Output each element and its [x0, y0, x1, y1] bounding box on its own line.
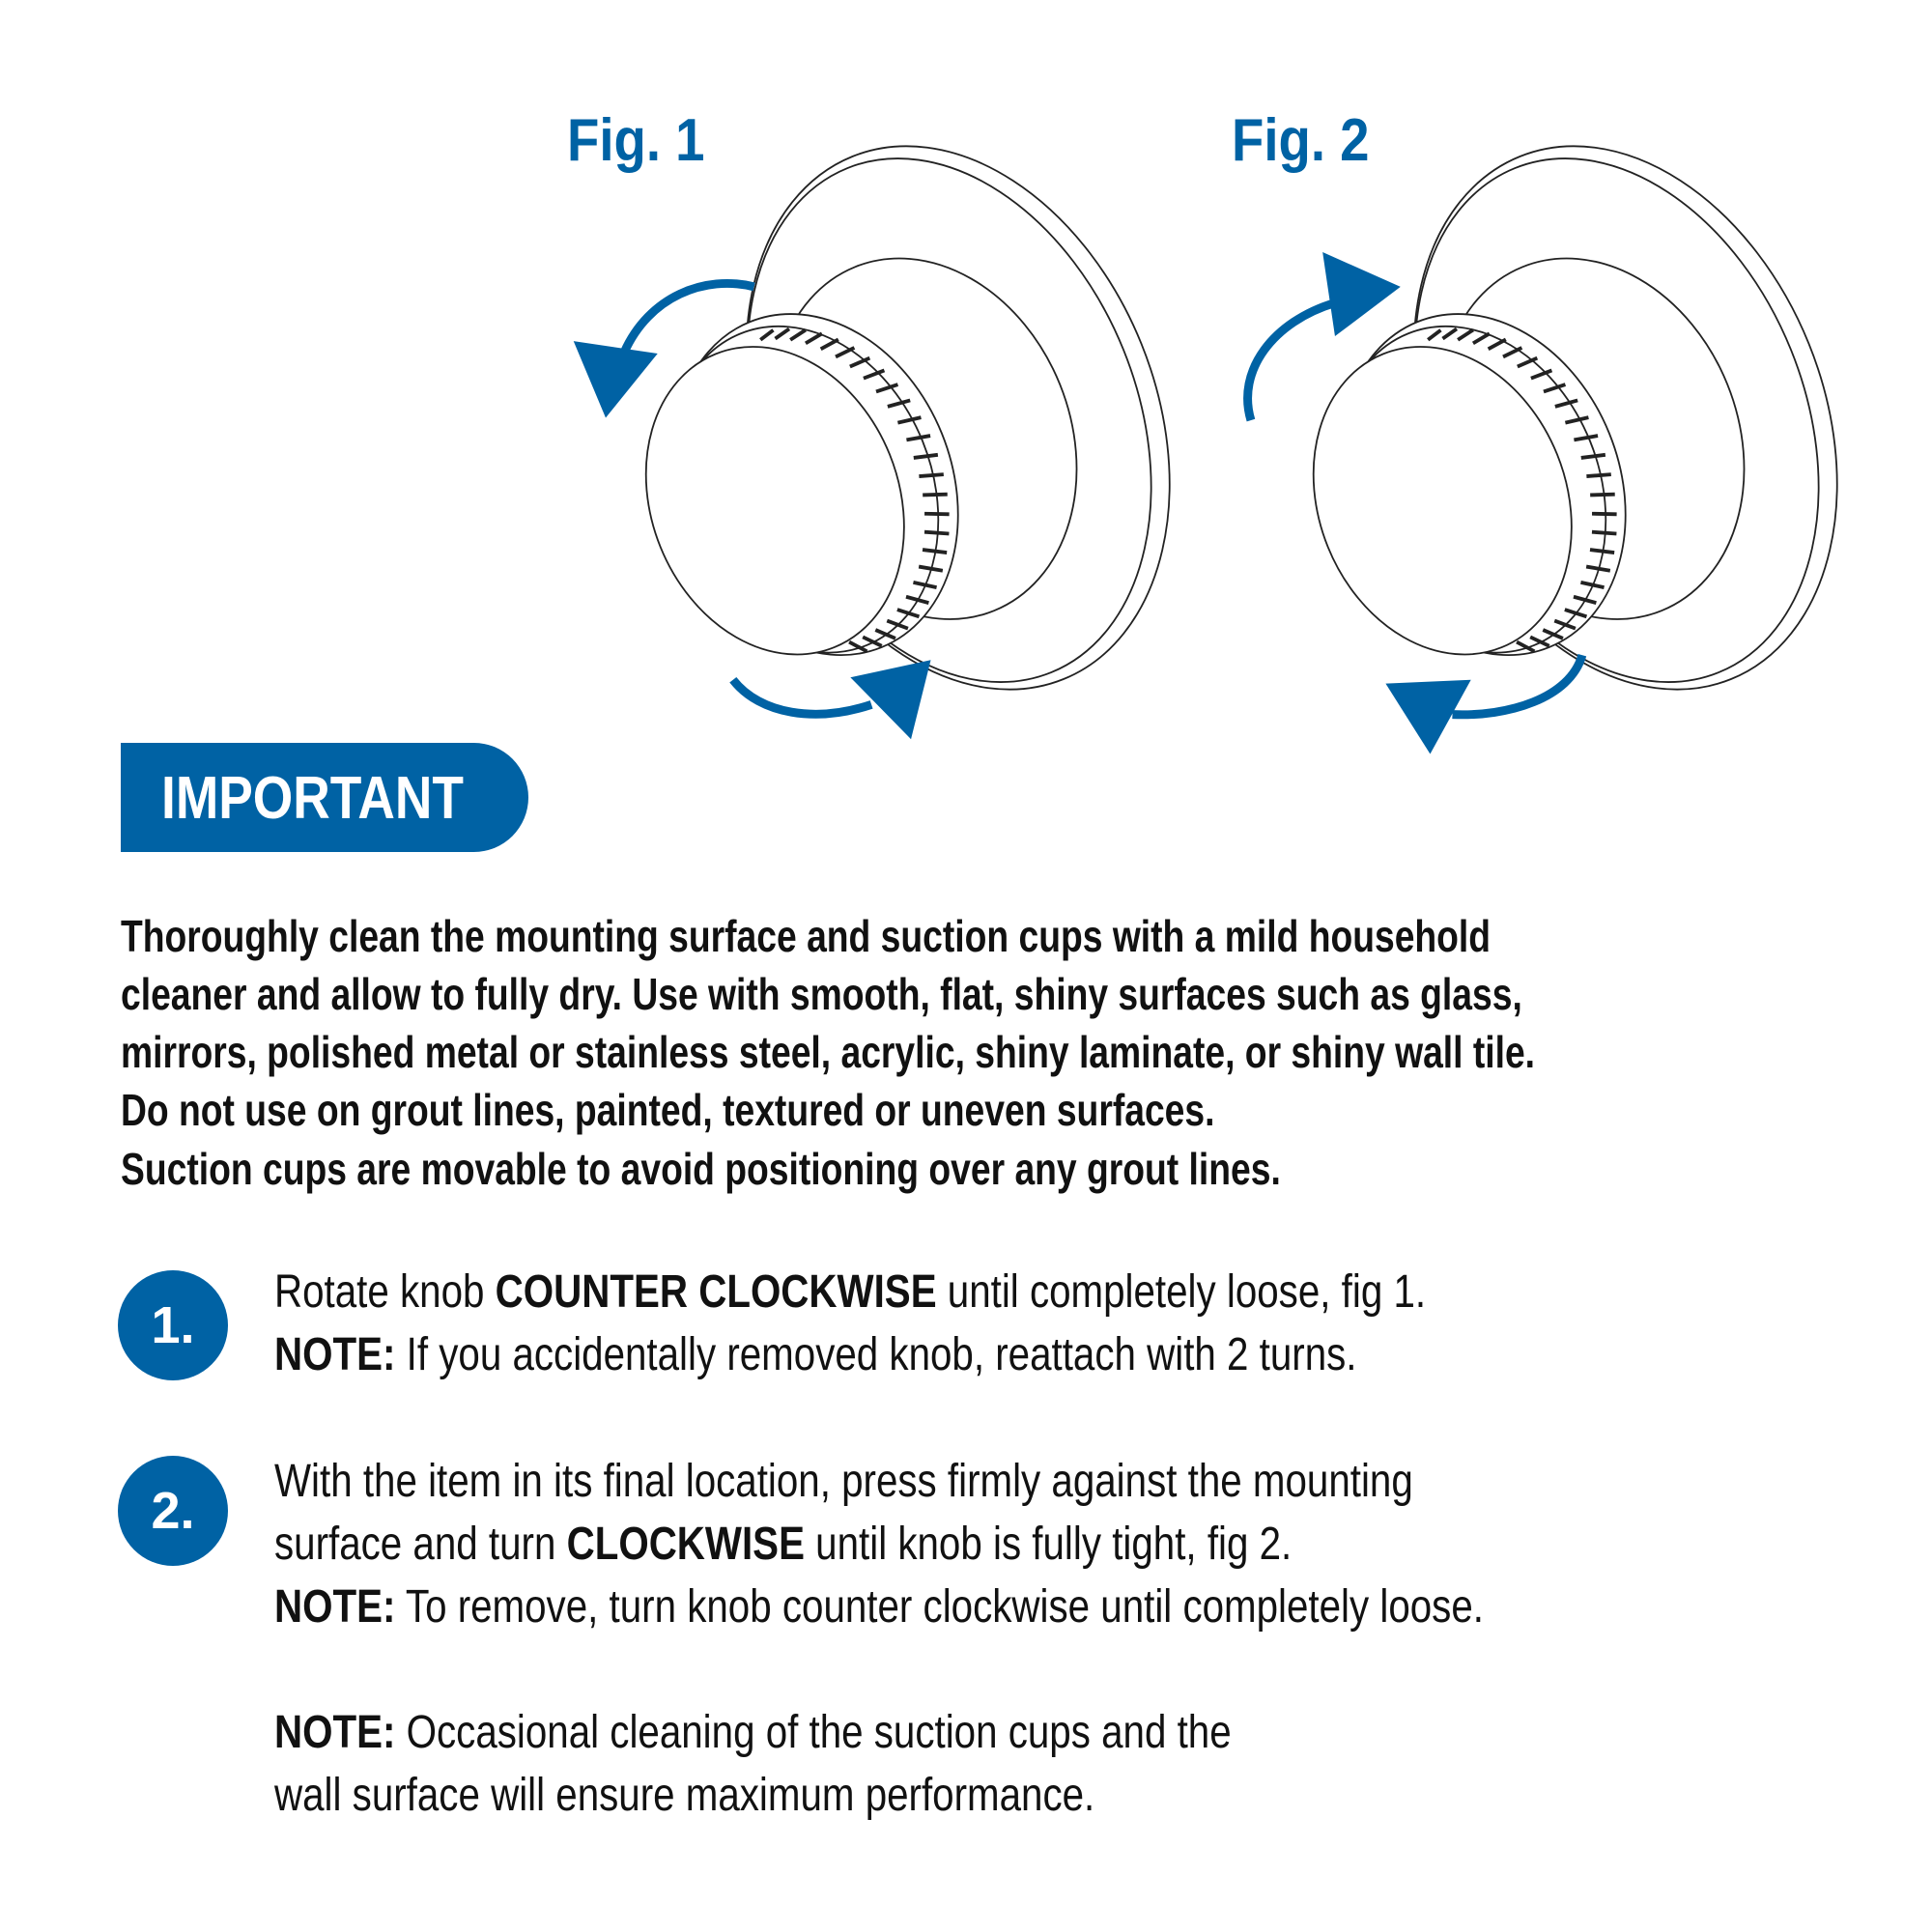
knob-ridge — [1574, 434, 1599, 442]
knob-ridge — [1591, 529, 1617, 536]
knob-ridge — [1471, 331, 1491, 346]
knob-ridge — [918, 564, 944, 573]
intro-line: mirrors, polished metal or stainless ste… — [121, 1027, 1536, 1077]
note-label: NOTE: — [274, 1329, 396, 1380]
knob-ridge — [1487, 337, 1507, 351]
knob-ridge — [819, 337, 839, 351]
knob-ridge — [887, 398, 911, 409]
knob-ridge — [1427, 328, 1442, 342]
knob-ridge — [1441, 327, 1459, 341]
knob-ridge — [1564, 415, 1589, 425]
knob-ridge — [1502, 346, 1523, 359]
step-2-note: NOTE: To remove, turn knob counter clock… — [274, 1580, 1484, 1634]
text: Occasional cleaning of the suction cups … — [395, 1707, 1232, 1758]
fig1-counter-clockwise-arrows — [573, 279, 931, 740]
fig1-label: Fig. 1 — [567, 107, 705, 174]
knob-ridge — [1530, 368, 1553, 381]
important-banner: IMPORTANT — [121, 743, 528, 852]
knob-ridge — [923, 529, 950, 536]
arrowhead-icon — [850, 660, 931, 740]
knob-cap — [644, 346, 905, 656]
step-2-number-badge: 2. — [118, 1456, 228, 1566]
knob-ridge — [1543, 383, 1567, 394]
arrowhead-icon — [1385, 679, 1471, 754]
note-label: NOTE: — [274, 1581, 396, 1633]
important-banner-text: IMPORTANT — [161, 765, 464, 832]
knob-ridge — [1553, 618, 1577, 631]
fig1-knob-drawing — [644, 145, 1171, 691]
arrowhead-icon — [1322, 252, 1401, 337]
knob-ridge — [875, 383, 899, 394]
knob-ridge — [774, 327, 791, 341]
arrow-icon — [620, 279, 755, 355]
knob-ridge — [1589, 548, 1615, 554]
knob-ridge — [1529, 635, 1550, 648]
knob-ridge — [923, 492, 948, 497]
knob-ridge — [1542, 628, 1564, 640]
intro-line: cleaner and allow to fully dry. Use with… — [121, 969, 1522, 1019]
arrow-icon — [729, 676, 873, 719]
step-2-instruction: With the item in its final location, pre… — [274, 1456, 1413, 1507]
knob-ridge — [924, 511, 950, 517]
knob-ridge — [919, 472, 944, 478]
fig2-clockwise-arrows — [1243, 252, 1587, 754]
arrow-icon — [1243, 298, 1337, 422]
knob-ridge — [863, 368, 886, 381]
knob-ridge — [1457, 327, 1474, 342]
final-note: NOTE: Occasional cleaning of the suction… — [274, 1706, 1232, 1759]
knob-ridge — [789, 327, 807, 342]
text: Rotate knob — [274, 1266, 496, 1318]
arrow-icon — [1452, 653, 1587, 720]
fig2-knob-drawing — [1312, 145, 1838, 691]
step-2-instruction: surface and turn CLOCKWISE until knob is… — [274, 1518, 1292, 1571]
knob-ridge — [1554, 398, 1578, 409]
knob-cap — [1312, 346, 1573, 656]
knob-ridge — [913, 580, 937, 590]
knob-ridge — [1586, 472, 1611, 478]
knob-ridge — [862, 635, 883, 648]
text: To remove, turn knob counter clockwise u… — [395, 1581, 1484, 1633]
step-1-instruction: Rotate knob COUNTER CLOCKWISE until comp… — [274, 1265, 1426, 1319]
text: surface and turn — [274, 1519, 567, 1570]
arrowhead-icon — [573, 341, 658, 418]
knob-ridge — [1516, 639, 1536, 654]
knob-ridge — [1580, 580, 1605, 590]
knob-ridge — [759, 328, 775, 342]
step-1-number-badge: 1. — [118, 1270, 228, 1380]
step-1-note: NOTE: If you accidentally removed knob, … — [274, 1328, 1357, 1381]
knob-ridge — [922, 548, 948, 554]
knob-ridge — [1591, 511, 1617, 517]
intro-line: Suction cups are movable to avoid positi… — [121, 1144, 1281, 1194]
note-label: NOTE: — [274, 1707, 396, 1758]
fig2-label: Fig. 2 — [1232, 107, 1370, 174]
emphasis: COUNTER CLOCKWISE — [495, 1266, 937, 1318]
text: until knob is fully tight, fig 2. — [804, 1519, 1293, 1570]
knob-ridge — [849, 355, 871, 369]
emphasis: CLOCKWISE — [566, 1519, 805, 1570]
knob-ridge — [886, 618, 909, 631]
knob-ridge — [913, 452, 939, 460]
knob-ridge — [804, 331, 823, 346]
final-note: wall surface will ensure maximum perform… — [274, 1770, 1095, 1821]
knob-ridge — [1580, 452, 1606, 460]
intro-line: Do not use on grout lines, painted, text… — [121, 1085, 1215, 1135]
knob-ridge — [906, 434, 931, 442]
knob-ridge — [905, 594, 929, 605]
text: until completely loose, fig 1. — [936, 1266, 1427, 1318]
text: If you accidentally removed knob, reatta… — [395, 1329, 1357, 1380]
knob-ridge — [896, 415, 922, 425]
knob-ridge — [1573, 594, 1597, 605]
knob-ridge — [848, 639, 868, 654]
knob-ridge — [896, 608, 921, 619]
knob-ridge — [1590, 492, 1615, 497]
knob-ridge — [1585, 564, 1611, 573]
knob-ridge — [1517, 355, 1539, 369]
knob-ridge — [1564, 608, 1588, 619]
knob-ridge — [874, 628, 896, 640]
intro-line: Thoroughly clean the mounting surface an… — [121, 911, 1492, 961]
knob-ridge — [835, 346, 856, 359]
